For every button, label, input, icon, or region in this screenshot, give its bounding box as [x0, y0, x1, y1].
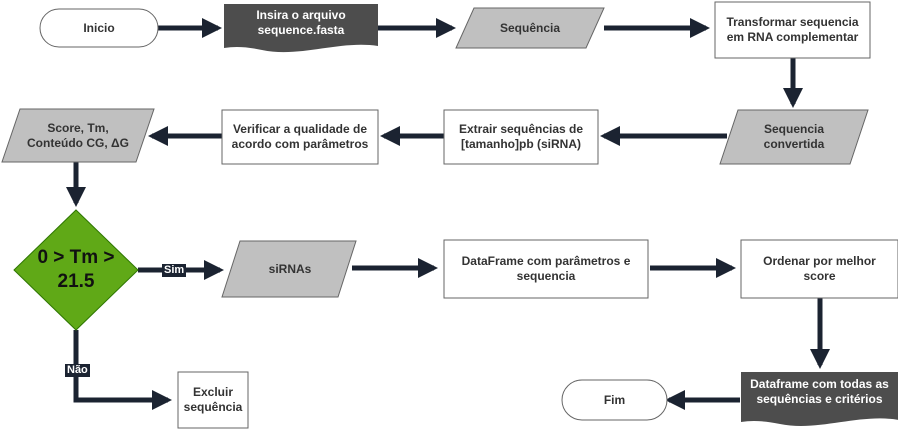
process-ordenar-label: Ordenar por melhor score	[741, 240, 898, 298]
io-sequencia-label: Sequência	[460, 8, 600, 48]
process-verificar-label: Verificar a qualidade de acordo com parâ…	[222, 110, 378, 164]
decision-text: 0 > Tm > 21.5	[37, 247, 115, 292]
process-ordenar	[740, 239, 898, 299]
edge-label-nao: Não	[65, 364, 90, 377]
process-verificar	[221, 109, 379, 165]
io-sirnas	[221, 240, 357, 298]
process-extrair	[443, 109, 599, 165]
verificar-text: Verificar a qualidade de acordo com parâ…	[231, 122, 369, 151]
process-extrair-label: Extrair sequências de [tamanho]pb (siRNA…	[444, 110, 598, 164]
inicio-text: Inicio	[83, 20, 115, 35]
io-convertida	[719, 109, 869, 165]
io-score	[1, 108, 155, 163]
io-score-label: Score, Tm, Conteúdo CG, ΔG	[6, 109, 150, 162]
fim-text: Fim	[603, 392, 626, 407]
insira-text: Insira o arquivo sequence.fasta	[256, 8, 346, 37]
convertida-text: Sequencia convertida	[763, 122, 825, 151]
edge-decision-excluir	[73, 330, 172, 410]
process-excluir-label: Excluir sequência	[178, 372, 248, 428]
process-dataframe	[443, 239, 649, 299]
document-dataframe-todas	[741, 372, 898, 426]
ordenar-text: Ordenar por melhor score	[763, 254, 876, 283]
excluir-text: Excluir sequência	[183, 385, 243, 414]
terminal-fim	[561, 379, 668, 421]
terminal-inicio	[39, 8, 159, 48]
io-sequencia	[455, 7, 605, 49]
io-convertida-label: Sequencia convertida	[724, 110, 864, 164]
terminal-inicio-label: Inicio	[40, 9, 158, 47]
process-transformar-label: Transformar sequencia em RNA complementa…	[715, 2, 870, 58]
document-insira-label: Insira o arquivo sequence.fasta	[224, 2, 378, 44]
dataframe-text: DataFrame com parâmetros e sequencia	[461, 254, 631, 283]
transformar-text: Transformar sequencia em RNA complementa…	[726, 15, 859, 44]
terminal-fim-label: Fim	[562, 380, 667, 420]
sirnas-text: siRNAs	[268, 261, 312, 276]
edge-label-sim: Sim	[162, 264, 187, 277]
io-sirnas-label: siRNAs	[228, 241, 352, 297]
edges	[66, 18, 830, 410]
score-text: Score, Tm, Conteúdo CG, ΔG	[27, 120, 129, 150]
extrair-text: Extrair sequências de [tamanho]pb (siRNA…	[458, 122, 584, 151]
process-excluir	[177, 371, 249, 429]
decision-diamond	[13, 209, 139, 331]
dataframe-todas-text: Dataframe com todas as sequências e crit…	[750, 377, 889, 406]
process-transformar	[714, 1, 871, 59]
process-dataframe-label: DataFrame com parâmetros e sequencia	[444, 240, 648, 298]
document-insira	[224, 4, 378, 53]
sequencia-text: Sequência	[499, 20, 561, 35]
decision-label: 0 > Tm > 21.5	[14, 240, 138, 300]
document-dataframe-todas-label: Dataframe com todas as sequências e crit…	[741, 370, 898, 414]
